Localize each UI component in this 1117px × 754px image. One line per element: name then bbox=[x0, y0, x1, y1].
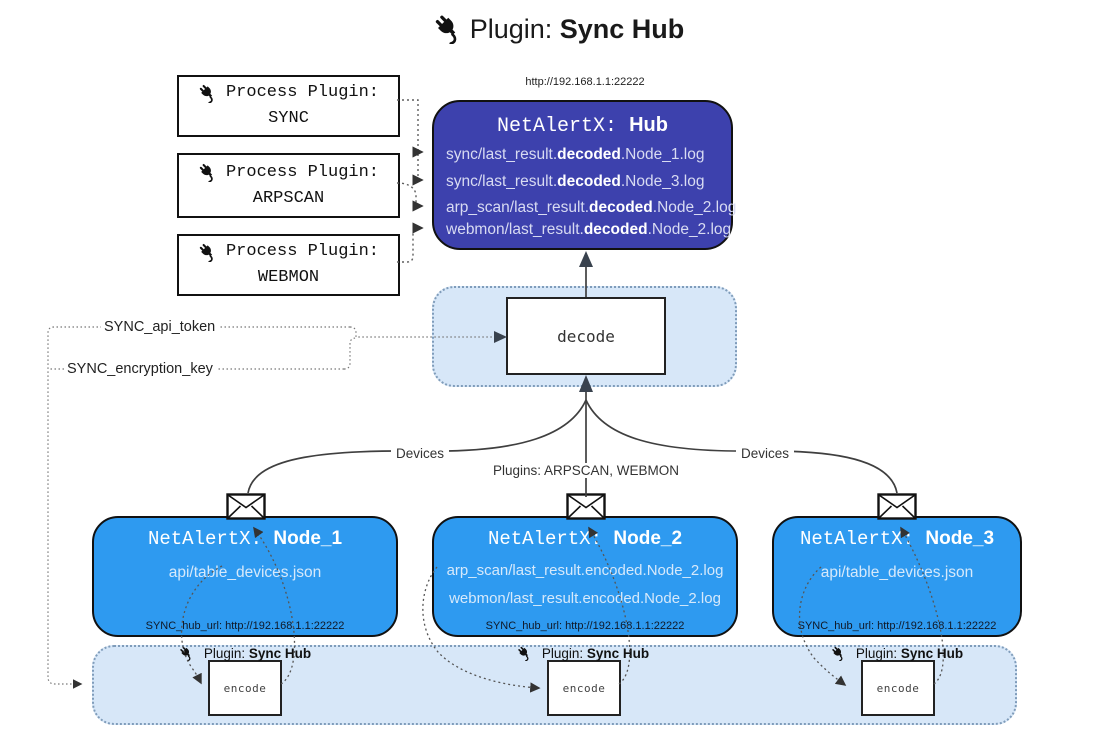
encode-plugin-label: Plugin: Sync Hub bbox=[831, 646, 963, 661]
encode-box: encode bbox=[861, 660, 935, 716]
plugins-label: Plugins: ARPSCAN, WEBMON bbox=[487, 463, 685, 478]
process-plugin-name: WEBMON bbox=[257, 268, 320, 287]
envelope-icon bbox=[877, 493, 917, 520]
node-box-node-1: NetAlertX: Node_1 api/table_devices.json… bbox=[92, 516, 398, 637]
node-hub-url: SYNC_hub_url: http://192.168.1.1:22222 bbox=[145, 620, 345, 632]
encode-plugin-label: Plugin: Sync Hub bbox=[179, 646, 311, 661]
hub-log-row: sync/last_result.decoded.Node_3.log bbox=[446, 173, 705, 190]
process-plugin-name: ARPSCAN bbox=[252, 188, 325, 208]
process-plugin-label: Process Plugin: bbox=[225, 242, 380, 261]
node-hub-url: SYNC_hub_url: http://192.168.1.1:22222 bbox=[797, 620, 997, 632]
node-title: NetAlertX: Node_2 bbox=[487, 528, 683, 550]
node-box-node-3: NetAlertX: Node_3 api/table_devices.json… bbox=[772, 516, 1022, 637]
node-log-line: api/table_devices.json bbox=[168, 564, 322, 581]
process-plugin-label: Process Plugin: bbox=[225, 83, 380, 102]
node-log-line: arp_scan/last_result.encoded.Node_2.log bbox=[446, 562, 724, 579]
encode-box: encode bbox=[208, 660, 282, 716]
sync-api-token-label: SYNC_api_token bbox=[101, 319, 219, 335]
hub-log-row: webmon/last_result.decoded.Node_2.log bbox=[446, 221, 732, 238]
decode-box: decode bbox=[506, 297, 666, 375]
page-title: Plugin: Sync Hub bbox=[0, 14, 1117, 45]
encode-plugin-label: Plugin: Sync Hub bbox=[517, 646, 649, 661]
node-box-node-2: NetAlertX: Node_2 arp_scan/last_result.e… bbox=[432, 516, 738, 637]
hub-log-row: arp_scan/last_result.decoded.Node_2.log bbox=[446, 199, 737, 216]
page-title-prefix: Plugin: bbox=[469, 14, 560, 44]
node-hub-url: SYNC_hub_url: http://192.168.1.1:22222 bbox=[485, 620, 685, 632]
plug-icon bbox=[517, 646, 532, 661]
plug-icon bbox=[198, 243, 217, 262]
hub-box: NetAlertX: Hub sync/last_result.decoded.… bbox=[432, 100, 737, 250]
devices-label-right: Devices bbox=[735, 446, 795, 461]
devices-label-left: Devices bbox=[390, 446, 450, 461]
encode-box: encode bbox=[547, 660, 621, 716]
hub-log-row: sync/last_result.decoded.Node_1.log bbox=[446, 146, 705, 163]
envelope-icon bbox=[566, 493, 606, 520]
process-plugin-box-sync: Process Plugin: SYNC bbox=[177, 75, 400, 137]
process-plugin-box-webmon: Process Plugin: WEBMON bbox=[177, 234, 400, 296]
page-title-bold: Sync Hub bbox=[559, 14, 685, 44]
node-log-line: webmon/last_result.encoded.Node_2.log bbox=[449, 590, 721, 607]
plug-icon bbox=[198, 84, 217, 103]
node-title: NetAlertX: Node_3 bbox=[799, 528, 995, 550]
node-title: NetAlertX: Node_1 bbox=[147, 528, 343, 550]
plug-icon bbox=[831, 646, 846, 661]
process-plugin-name: SYNC bbox=[268, 109, 309, 128]
process-plugin-label: Process Plugin: bbox=[225, 162, 380, 182]
plug-icon bbox=[198, 163, 217, 182]
plug-icon bbox=[433, 14, 463, 44]
sync-encryption-key-label: SYNC_encryption_key bbox=[64, 361, 216, 377]
envelope-icon bbox=[226, 493, 266, 520]
plug-icon bbox=[179, 646, 194, 661]
node-log-line: api/table_devices.json bbox=[820, 564, 974, 581]
hub-title: NetAlertX: Hub bbox=[497, 114, 668, 138]
process-plugin-box-arpscan: Process Plugin: ARPSCAN bbox=[177, 153, 400, 218]
hub-url: http://192.168.1.1:22222 bbox=[525, 76, 645, 88]
